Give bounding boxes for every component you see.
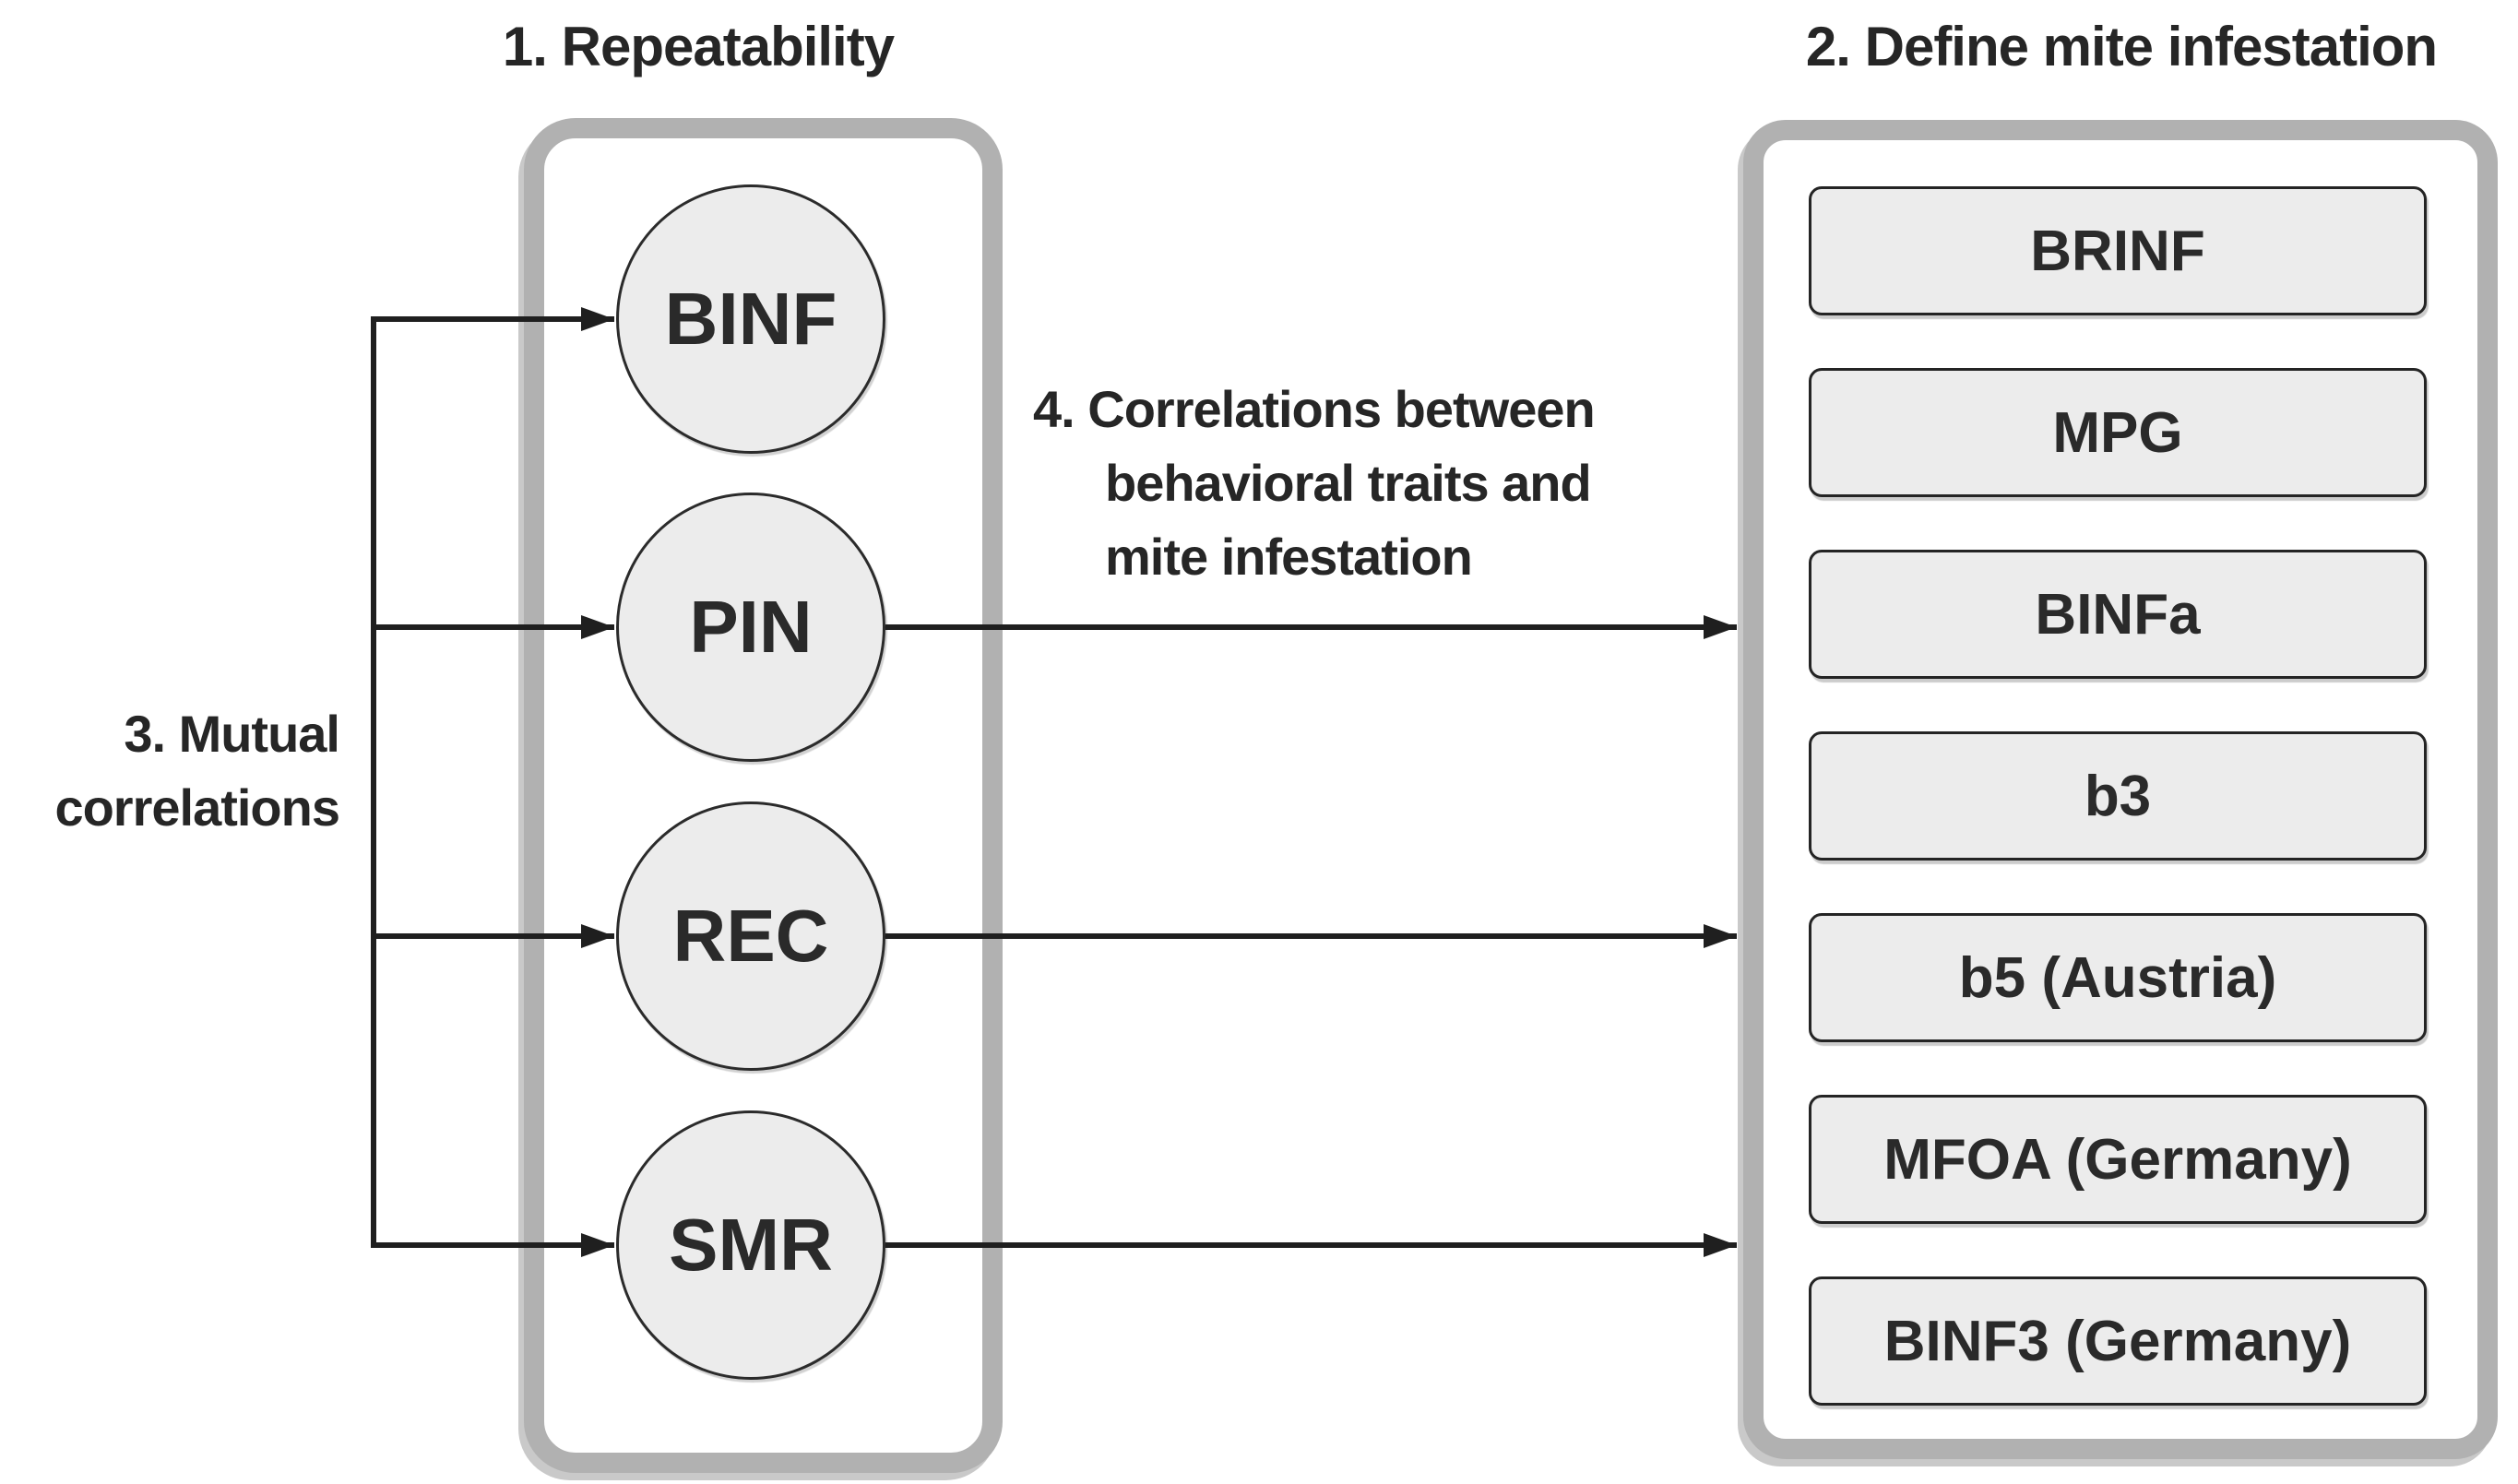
step3-line-2: correlations (54, 778, 340, 837)
step3-line-1: 3. Mutual (124, 705, 340, 763)
step4-label: 4. Correlations between behavioral trait… (1033, 373, 1596, 594)
mite-box-mfoa-germany: MFOA (Germany) (1809, 1095, 2427, 1224)
mite-box-b3: b3 (1809, 731, 2427, 861)
step3-label: 3. Mutual correlations (0, 697, 340, 845)
mite-box-binf3-germany: BINF3 (Germany) (1809, 1276, 2427, 1406)
trait-node-binf: BINF (616, 184, 885, 454)
mite-box-binfa: BINFa (1809, 550, 2427, 679)
step4-line-1: 4. Correlations between (1033, 380, 1596, 438)
step1-title: 1. Repeatability (502, 16, 895, 77)
step2-title: 2. Define mite infestation (1805, 16, 2438, 77)
mite-box-mpg: MPG (1809, 368, 2427, 497)
trait-node-pin: PIN (616, 493, 885, 762)
trait-node-smr: SMR (616, 1110, 885, 1380)
step4-line-3: mite infestation (1105, 528, 1473, 586)
trait-node-rec: REC (616, 801, 885, 1071)
mite-box-b5-austria: b5 (Austria) (1809, 913, 2427, 1042)
mite-box-brinf: BRINF (1809, 186, 2427, 315)
step4-line-2: behavioral traits and (1105, 454, 1592, 512)
